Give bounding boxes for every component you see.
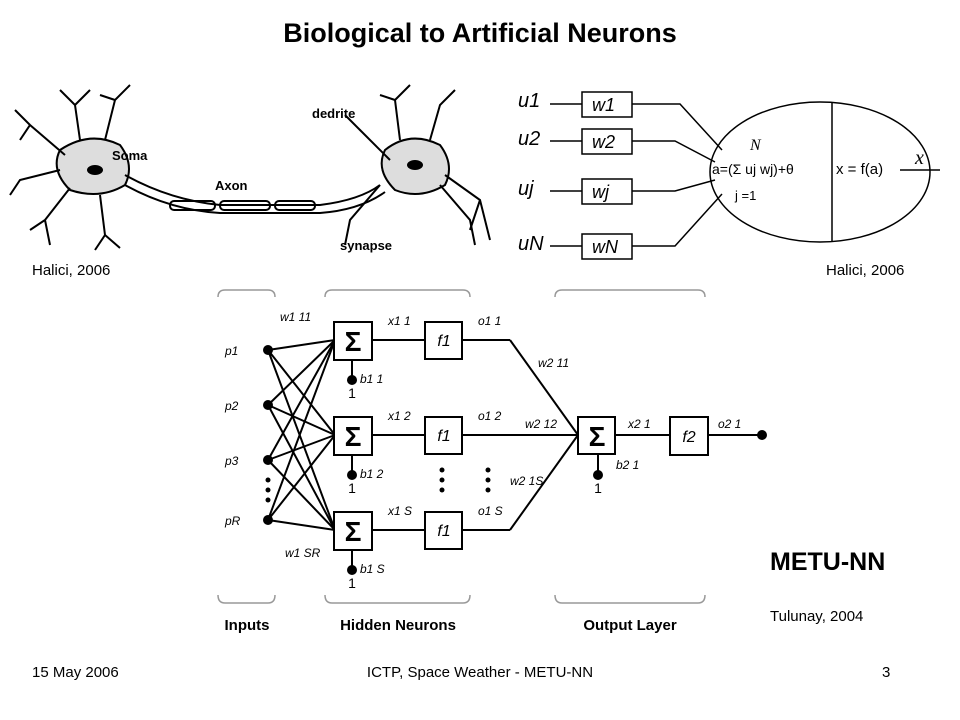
brace-inputs-bottom xyxy=(217,594,276,604)
f-label-2: f1 xyxy=(437,428,450,445)
weight-w1-11: w1 11 xyxy=(280,310,311,324)
f-node-1 xyxy=(424,321,463,360)
neuron-body xyxy=(709,101,931,243)
sum-upper: N xyxy=(749,137,762,154)
slide-title: Biological to Artificial Neurons xyxy=(283,18,677,48)
brace-output-bottom xyxy=(554,594,706,604)
input-uj: uj xyxy=(518,178,534,200)
biological-neuron-diagram: Soma Axon dedrite synapse xyxy=(9,84,491,253)
soma-label: Soma xyxy=(112,148,148,163)
x-label-out: x2 1 xyxy=(627,417,651,431)
x-label-S: x1 S xyxy=(387,504,412,518)
o-label-S: o1 S xyxy=(478,504,503,518)
weight-w2-11: w2 11 xyxy=(538,356,569,370)
brace-output-top xyxy=(554,289,706,298)
bias-label-1: b1 1 xyxy=(360,372,383,386)
bias-label-out: b2 1 xyxy=(616,458,639,472)
artificial-neuron-diagram: u1 u2 uj uN w1 w2 wj wN N a=(Σ uj wj)+θ … xyxy=(518,90,940,260)
footer-page-number: 3 xyxy=(882,664,891,681)
citation-right: Halici, 2006 xyxy=(826,262,905,279)
input-pR: pR xyxy=(224,514,241,528)
input-u2: u2 xyxy=(518,128,540,150)
weight-w1: w1 xyxy=(592,95,615,115)
network-diagram: Σ Σ Σ Σ f1 f1 f1 f2 p1 p2 p3 pR w1 11 w1 SR… xyxy=(217,289,767,634)
footer-center: ICTP, Space Weather - METU-NN xyxy=(366,664,594,681)
weight-w1-SR: w1 SR xyxy=(285,546,321,560)
svg-text:Σ: Σ xyxy=(345,326,362,357)
f-node-out xyxy=(669,416,709,456)
footer-date: 15 May 2006 xyxy=(32,664,119,681)
weight-wN: wN xyxy=(592,237,619,257)
sum-node-1 xyxy=(333,321,373,361)
weight-w2: w2 xyxy=(592,132,615,152)
sum-node-S xyxy=(333,511,373,551)
brace-hidden-top xyxy=(324,289,471,298)
dendrite-label: dedrite xyxy=(312,106,355,121)
svg-text:Σ: Σ xyxy=(589,421,606,452)
nucleus-left xyxy=(87,165,103,175)
brace-hidden-bottom xyxy=(324,594,471,604)
o-label-2: o1 2 xyxy=(478,409,502,423)
f-label-1: f1 xyxy=(437,333,450,350)
bias-label-2: b1 2 xyxy=(360,467,384,481)
one-label-1: 1 xyxy=(348,385,356,401)
brace-inputs-top xyxy=(217,289,276,298)
input-p3: p3 xyxy=(224,454,239,468)
input-p2: p2 xyxy=(224,399,239,413)
activation-formula: a=(Σ uj wj)+θ xyxy=(712,161,794,177)
nucleus-right xyxy=(407,160,423,170)
synapse-label: synapse xyxy=(340,238,392,253)
f-label-S: f1 xyxy=(437,523,450,540)
x-label-2: x1 2 xyxy=(387,409,411,423)
group-label-output: Output Layer xyxy=(583,617,677,634)
network-citation: Tulunay, 2004 xyxy=(770,608,864,625)
sum-lower: j =1 xyxy=(734,188,756,203)
f-node-S xyxy=(424,511,463,550)
bias-label-S: b1 S xyxy=(360,562,385,576)
f-label-out: f2 xyxy=(682,429,695,446)
network-name: METU-NN xyxy=(770,548,886,576)
input-p1: p1 xyxy=(224,344,238,358)
svg-text:Σ: Σ xyxy=(345,516,362,547)
sum-node-2 xyxy=(333,416,373,456)
citation-left: Halici, 2006 xyxy=(32,262,111,279)
group-label-hidden: Hidden Neurons xyxy=(340,617,456,634)
o-label-out: o2 1 xyxy=(718,417,741,431)
one-label-out: 1 xyxy=(594,480,602,496)
weight-w2-1S: w2 1S xyxy=(510,474,543,488)
weight-w2-12: w2 12 xyxy=(525,417,557,431)
output-x: x xyxy=(914,147,924,169)
output-formula: x = f(a) xyxy=(836,161,883,178)
svg-text:Σ: Σ xyxy=(345,421,362,452)
f-node-2 xyxy=(424,416,463,455)
input-u1: u1 xyxy=(518,90,540,112)
axon-label: Axon xyxy=(215,178,248,193)
one-label-2: 1 xyxy=(348,480,356,496)
one-label-S: 1 xyxy=(348,575,356,591)
x-label-1: x1 1 xyxy=(387,314,411,328)
input-uN: uN xyxy=(518,233,544,255)
o-label-1: o1 1 xyxy=(478,314,501,328)
group-label-inputs: Inputs xyxy=(225,617,270,634)
sum-node-out xyxy=(577,416,616,455)
weight-wj: wj xyxy=(592,182,610,202)
